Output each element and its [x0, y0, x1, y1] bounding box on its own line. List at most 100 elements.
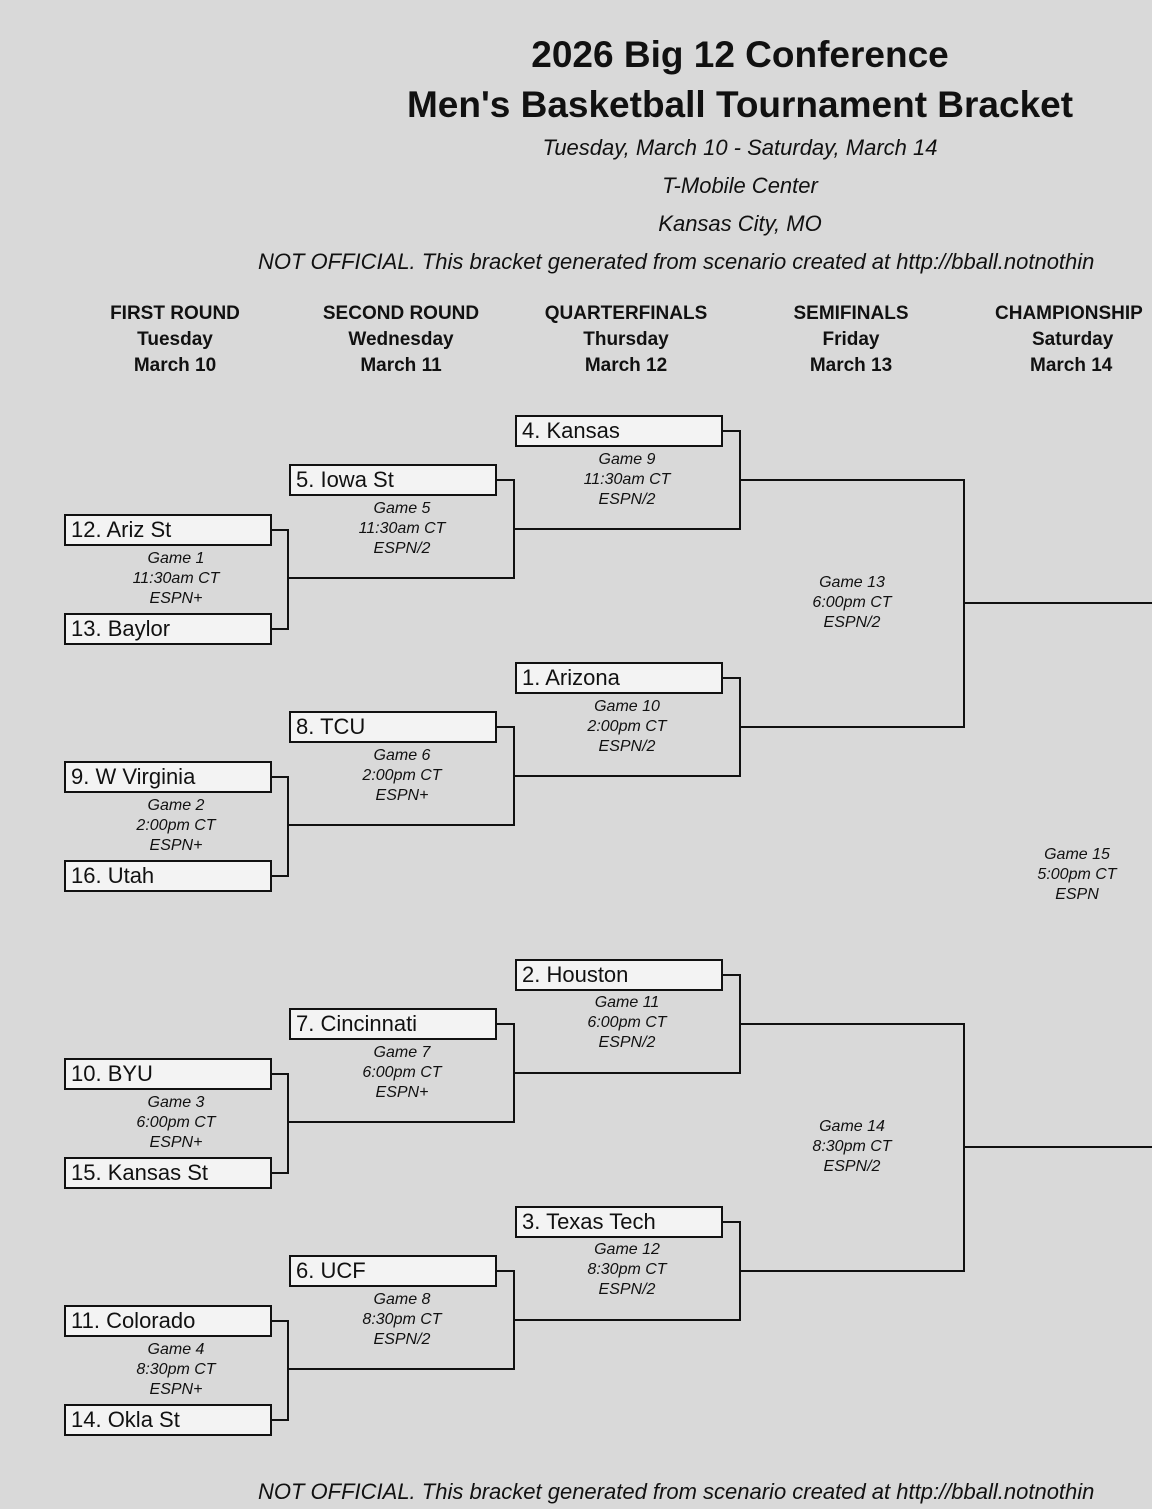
game-info-4: Game 4 8:30pm CT ESPN+ [86, 1340, 266, 1400]
bracket-line [497, 1023, 515, 1025]
game-tv: ESPN/2 [598, 1034, 656, 1051]
game-info-10: Game 10 2:00pm CT ESPN/2 [537, 697, 717, 757]
game-tv: ESPN/2 [373, 540, 431, 557]
team-slot-ariz-st: 12. Ariz St [64, 514, 272, 546]
game-tv: ESPN/2 [823, 1158, 881, 1175]
bracket-line [723, 1221, 741, 1223]
game-time: 2:00pm CT [362, 767, 442, 784]
bracket-line [272, 1073, 289, 1075]
game-tv: ESPN/2 [373, 1331, 431, 1348]
game-time: 11:30am CT [358, 520, 446, 537]
game-info-15: Game 15 5:00pm CT ESPN [987, 845, 1152, 905]
bracket-line [287, 824, 515, 826]
game-tv: ESPN+ [375, 1084, 429, 1101]
game-number: Game 9 [598, 451, 656, 468]
bracket-line [723, 430, 741, 432]
game-tv: ESPN/2 [598, 491, 656, 508]
game-number: Game 4 [147, 1341, 205, 1358]
game-time: 2:00pm CT [587, 718, 667, 735]
game-time: 11:30am CT [583, 471, 671, 488]
bracket-line [272, 1172, 289, 1174]
round-name: SEMIFINALS [793, 303, 909, 324]
game-time: 8:30pm CT [136, 1361, 216, 1378]
game-tv: ESPN+ [149, 1381, 203, 1398]
bracket-line [287, 529, 289, 630]
bracket-line [739, 1270, 965, 1272]
bracket-line [497, 1270, 515, 1272]
game-time: 8:30pm CT [362, 1311, 442, 1328]
bracket-line [739, 726, 965, 728]
round-day: Tuesday [137, 329, 213, 350]
round-header-first: FIRST ROUND Tuesday March 10 [60, 301, 290, 379]
round-name: QUARTERFINALS [544, 303, 708, 324]
game-info-7: Game 7 6:00pm CT ESPN+ [312, 1043, 492, 1103]
location: Kansas City, MO [658, 211, 822, 236]
bracket-line [739, 479, 965, 481]
bracket-line [287, 1073, 289, 1174]
team-slot-texas-tech: 3. Texas Tech [515, 1206, 723, 1238]
bracket-line [272, 529, 289, 531]
team-slot-cincinnati: 7. Cincinnati [289, 1008, 497, 1040]
round-header-second: SECOND ROUND Wednesday March 11 [286, 301, 516, 379]
game-info-14: Game 14 8:30pm CT ESPN/2 [762, 1117, 942, 1177]
round-header-quarterfinals: QUARTERFINALS Thursday March 12 [511, 301, 741, 379]
game-info-5: Game 5 11:30am CT ESPN/2 [312, 499, 492, 559]
bracket-line [723, 974, 741, 976]
bracket-line [287, 776, 289, 877]
team-slot-utah: 16. Utah [64, 860, 272, 892]
game-number: Game 11 [594, 994, 660, 1011]
bracket-line [497, 726, 515, 728]
game-tv: ESPN/2 [598, 1281, 656, 1298]
game-time: 8:30pm CT [812, 1138, 892, 1155]
round-header-championship: CHAMPIONSHIP Saturday March 14 [962, 301, 1152, 379]
disclaimer-bottom: NOT OFFICIAL. This bracket generated fro… [258, 1479, 1095, 1504]
game-tv: ESPN+ [149, 590, 203, 607]
round-name: FIRST ROUND [110, 303, 240, 324]
game-number: Game 7 [373, 1044, 431, 1061]
round-day: Friday [822, 329, 880, 350]
game-tv: ESPN+ [149, 837, 203, 854]
team-slot-houston: 2. Houston [515, 959, 723, 991]
game-info-1: Game 1 11:30am CT ESPN+ [86, 549, 266, 609]
bracket-line [272, 1320, 289, 1322]
bracket-line [287, 1368, 515, 1370]
venue: T-Mobile Center [662, 173, 818, 198]
game-info-2: Game 2 2:00pm CT ESPN+ [86, 796, 266, 856]
game-number: Game 5 [373, 500, 431, 517]
bracket-line [272, 875, 289, 877]
bracket-line [287, 577, 515, 579]
bracket-line [272, 776, 289, 778]
bracket-line [497, 479, 515, 481]
title-line-1: 2026 Big 12 Conference [531, 34, 949, 75]
game-time: 11:30am CT [132, 570, 220, 587]
team-slot-arizona: 1. Arizona [515, 662, 723, 694]
bracket-line [272, 628, 289, 630]
game-tv: ESPN+ [375, 787, 429, 804]
team-slot-iowa-st: 5. Iowa St [289, 464, 497, 496]
game-number: Game 15 [1044, 846, 1110, 863]
round-date: March 11 [360, 355, 442, 376]
game-tv: ESPN [1055, 886, 1099, 903]
disclaimer-top: NOT OFFICIAL. This bracket generated fro… [258, 249, 1095, 274]
bracket-line [739, 1023, 965, 1025]
game-info-3: Game 3 6:00pm CT ESPN+ [86, 1093, 266, 1153]
team-slot-tcu: 8. TCU [289, 711, 497, 743]
game-tv: ESPN/2 [823, 614, 881, 631]
game-time: 6:00pm CT [362, 1064, 442, 1081]
game-number: Game 8 [373, 1291, 431, 1308]
team-slot-okla-st: 14. Okla St [64, 1404, 272, 1436]
bracket-line [513, 1072, 741, 1074]
round-header-semifinals: SEMIFINALS Friday March 13 [736, 301, 966, 379]
game-number: Game 12 [594, 1241, 660, 1258]
game-info-6: Game 6 2:00pm CT ESPN+ [312, 746, 492, 806]
game-info-8: Game 8 8:30pm CT ESPN/2 [312, 1290, 492, 1350]
game-number: Game 2 [147, 797, 205, 814]
round-date: March 14 [1030, 355, 1113, 376]
game-tv: ESPN+ [149, 1134, 203, 1151]
game-number: Game 3 [147, 1094, 205, 1111]
team-slot-baylor: 13. Baylor [64, 613, 272, 645]
tournament-dates: Tuesday, March 10 - Saturday, March 14 [542, 135, 938, 160]
bracket-line [513, 528, 741, 530]
round-day: Thursday [583, 329, 669, 350]
round-name: CHAMPIONSHIP [995, 303, 1143, 324]
